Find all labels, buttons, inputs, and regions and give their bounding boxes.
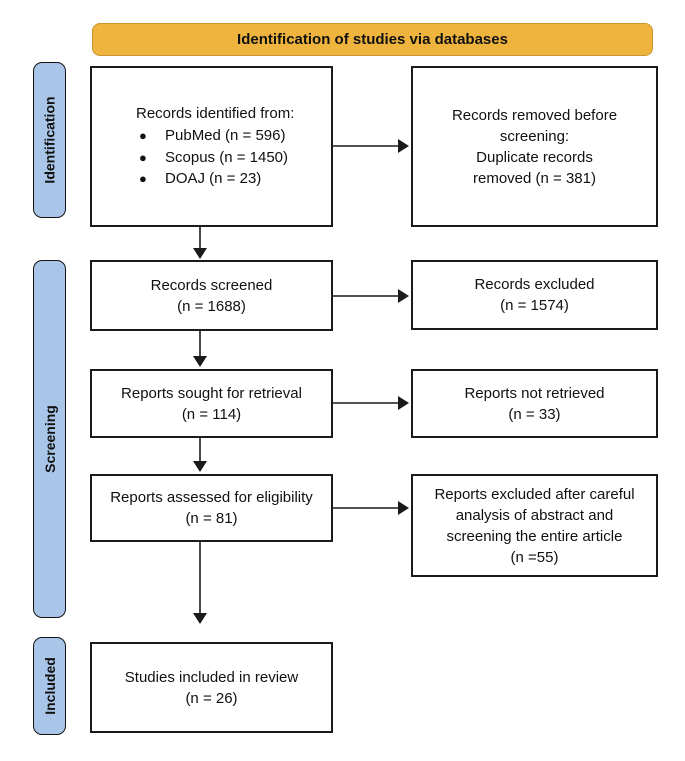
arrow-screened-to-excluded [333,289,409,303]
arrow-screened-to-sought [193,331,207,367]
box-records-excluded: Records excluded (n = 1574) [411,260,658,330]
bullet-icon: ● [139,149,147,165]
stage-identification: Identification [33,62,66,218]
box-records-identified: Records identified from: ● PubMed (n = 5… [90,66,333,227]
records-removed-text: Records removed before screening: Duplic… [451,106,618,187]
box-reports-excluded: Reports excluded after careful analysis … [411,474,658,577]
banner-label: Identification of studies via databases [237,31,508,48]
stage-included-label: Included [41,657,58,715]
stage-screening: Screening [33,260,66,618]
box-reports-not-retrieved: Reports not retrieved (n = 33) [411,369,658,438]
records-identified-title: Records identified from: [136,105,295,122]
database-pubmed-count: PubMed (n = 596) [165,126,286,144]
stage-screening-label: Screening [41,405,58,473]
bullet-icon: ● [139,171,147,187]
stage-identification-label: Identification [41,96,58,184]
box-records-removed: Records removed before screening: Duplic… [411,66,658,227]
studies-included-text: Studies included in review (n = 26) [124,668,299,707]
database-scopus-count: Scopus (n = 1450) [165,148,288,166]
arrow-identified-to-screened [193,227,207,259]
box-records-screened: Records screened (n = 1688) [90,260,333,331]
stage-included: Included [33,637,66,735]
list-item: ● DOAJ (n = 23) [136,168,325,190]
records-identified-content: Records identified from: ● PubMed (n = 5… [92,103,331,190]
box-reports-sought: Reports sought for retrieval (n = 114) [90,369,333,438]
bullet-icon: ● [139,127,147,143]
arrow-assessed-to-excluded [333,501,409,515]
records-identified-list: ● PubMed (n = 596) ● Scopus (n = 1450) ●… [136,125,325,190]
box-studies-included: Studies included in review (n = 26) [90,642,333,733]
arrow-sought-to-not-retrieved [333,396,409,410]
arrow-sought-to-assessed [193,438,207,472]
list-item: ● PubMed (n = 596) [136,125,325,147]
reports-not-retrieved-text: Reports not retrieved (n = 33) [464,384,605,423]
arrow-assessed-to-included [193,542,207,624]
reports-assessed-text: Reports assessed for eligibility (n = 81… [110,489,313,527]
banner-identification-via-databases: Identification of studies via databases [92,23,653,56]
reports-excluded-text: Reports excluded after careful analysis … [434,485,635,566]
database-doaj-count: DOAJ (n = 23) [165,170,262,188]
records-excluded-text: Records excluded (n = 1574) [474,276,595,314]
list-item: ● Scopus (n = 1450) [136,147,325,169]
records-screened-text: Records screened (n = 1688) [150,276,273,315]
reports-sought-text: Reports sought for retrieval (n = 114) [121,384,302,423]
box-reports-assessed: Reports assessed for eligibility (n = 81… [90,474,333,542]
arrow-identified-to-removed [333,139,409,153]
